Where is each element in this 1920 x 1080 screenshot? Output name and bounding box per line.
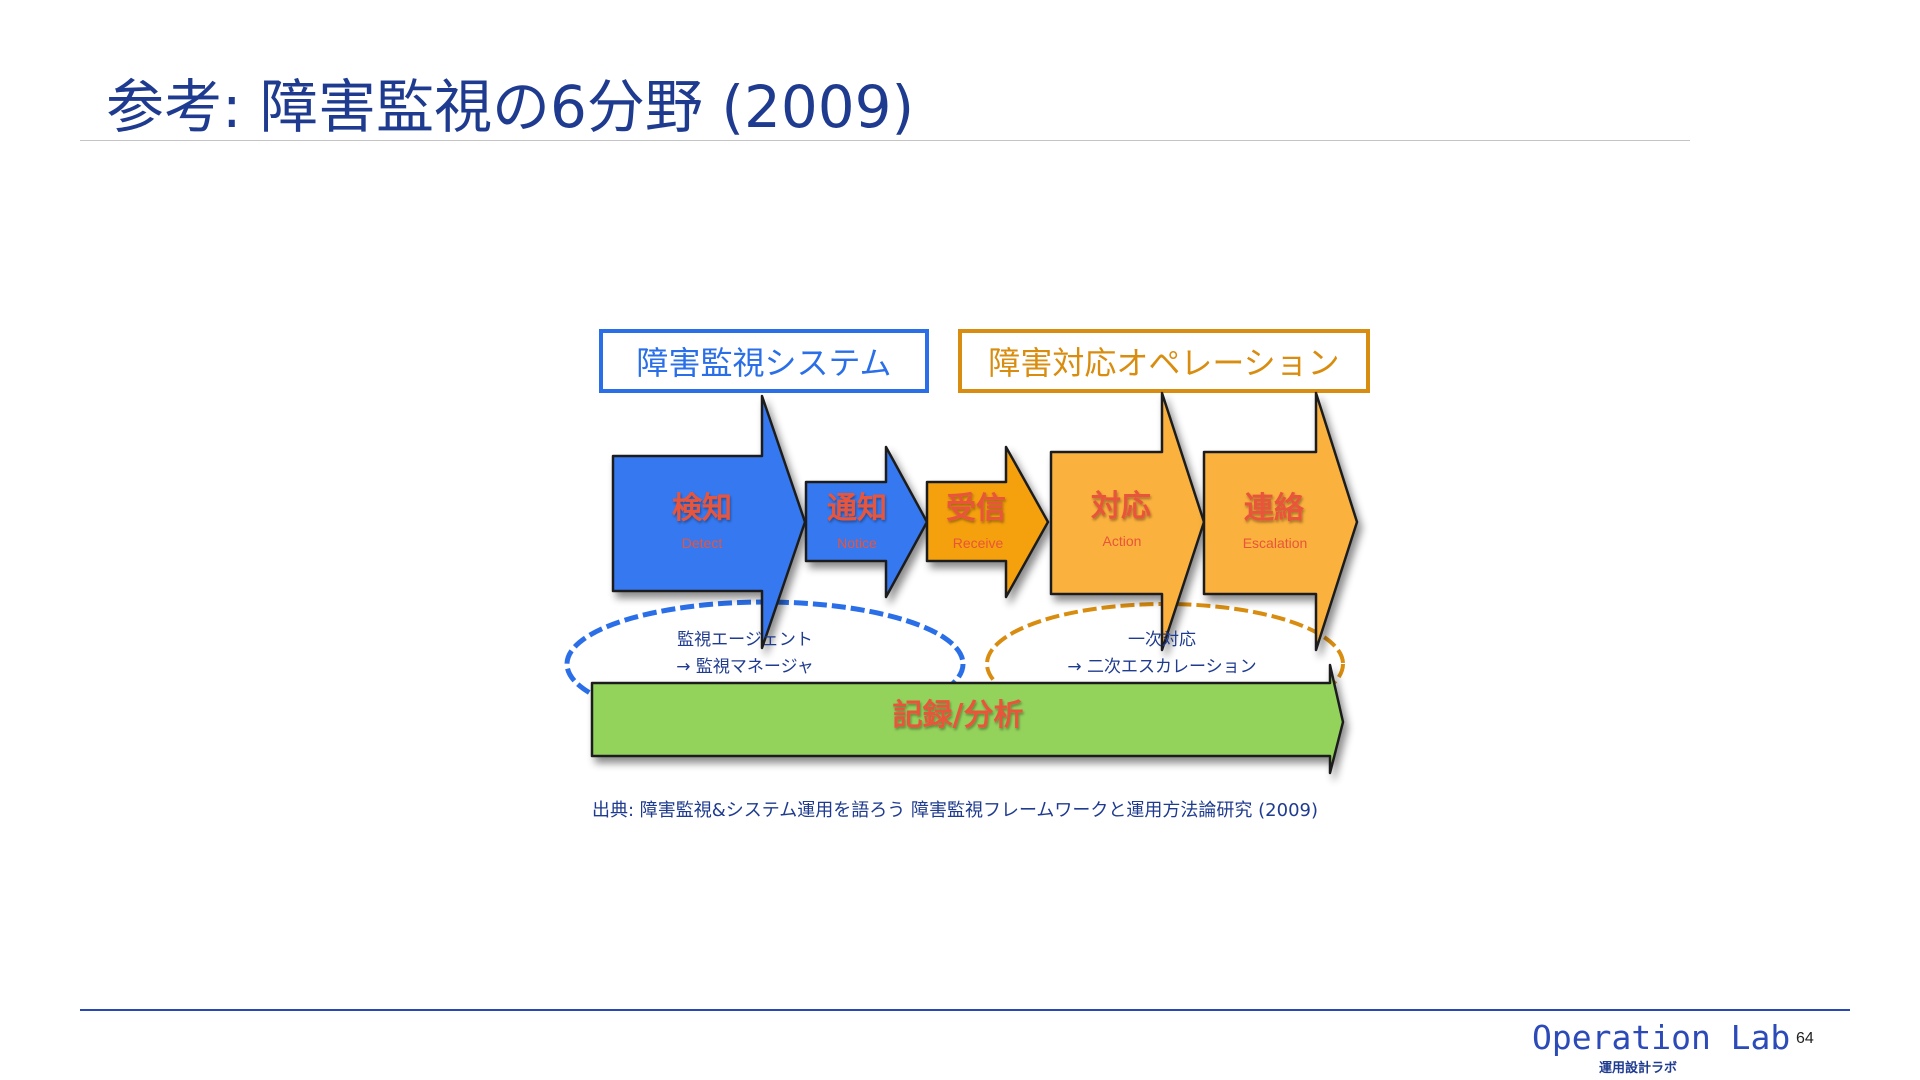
escalation-label: 連絡	[1244, 491, 1305, 526]
detect-sublabel: Detect	[682, 535, 723, 551]
title-divider	[80, 140, 1690, 141]
action-arrow	[1049, 391, 1206, 652]
slide-title: 参考: 障害監視の6分野 (2009)	[106, 73, 915, 141]
notice-arrow	[804, 445, 929, 599]
page-number: 64	[1796, 1030, 1814, 1047]
brand-logo: Operation Lab	[1532, 1018, 1791, 1057]
escalation-sublabel: Escalation	[1243, 535, 1308, 551]
monitoring-system-box	[599, 329, 929, 393]
detect-label: 検知	[672, 491, 732, 526]
receive-label: 受信	[946, 491, 1006, 526]
receive-sublabel: Receive	[953, 535, 1004, 551]
source-citation: 出典: 障害監視&システム運用を語ろう 障害監視フレームワークと運用方法論研究 …	[592, 800, 1318, 821]
notice-label: 通知	[827, 491, 887, 526]
footer-divider	[80, 1009, 1850, 1011]
response-note-line1: 一次対応	[1128, 630, 1196, 650]
response-note-line2: → 二次エスカレーション	[1067, 657, 1256, 677]
action-sublabel: Action	[1103, 533, 1142, 549]
monitoring-system-label: 障害監視システム	[636, 344, 891, 382]
receive-arrow	[925, 445, 1050, 599]
brand-subtitle: 運用設計ラボ	[1598, 1061, 1677, 1076]
action-label: 対応	[1091, 489, 1151, 524]
monitoring-note-line2: → 監視マネージャ	[676, 657, 813, 677]
response-operation-box	[958, 329, 1370, 393]
record-analysis-arrow	[590, 663, 1345, 775]
detect-arrow	[611, 394, 807, 650]
escalation-arrow	[1202, 391, 1359, 652]
monitoring-note-line1: 監視エージェント	[677, 630, 813, 650]
record-analysis-label: 記録/分析	[893, 698, 1024, 733]
notice-sublabel: Notice	[837, 535, 877, 551]
response-operation-label: 障害対応オペレーション	[988, 344, 1339, 382]
